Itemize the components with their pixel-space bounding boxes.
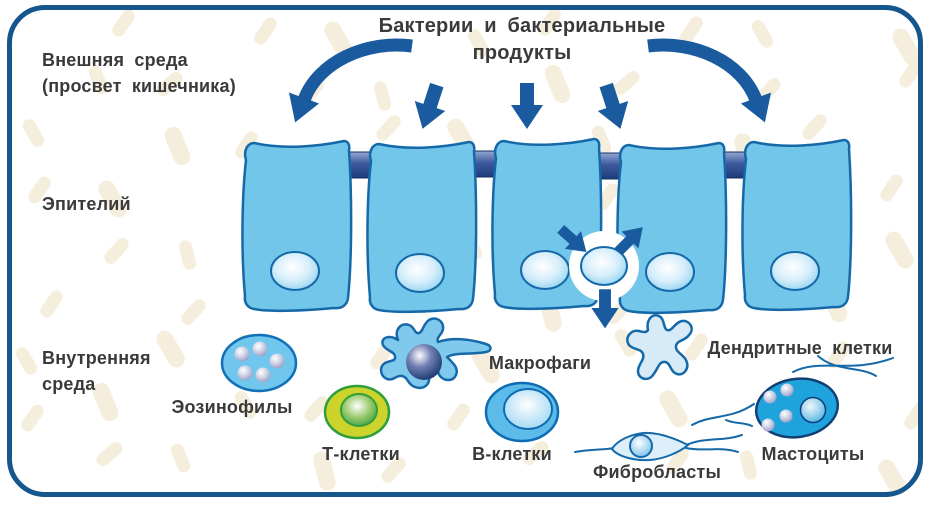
down-arrow-icon xyxy=(590,80,636,134)
m-cell-nucleus xyxy=(580,246,628,286)
label-external-env-line1: Внешняя среда xyxy=(42,50,188,70)
granule xyxy=(252,341,268,357)
dendritic-body xyxy=(626,314,693,381)
large-granule xyxy=(799,396,827,424)
fibroblast-process xyxy=(683,434,743,447)
granule xyxy=(780,383,794,397)
down-arrow-icon xyxy=(511,83,543,129)
t-cell-nucleus xyxy=(340,393,378,427)
title-line1: Бактерии и бактериальные xyxy=(378,15,666,37)
bacteria-arrows xyxy=(280,38,780,134)
title-line2: продукты xyxy=(472,42,572,64)
b-cell xyxy=(484,381,560,443)
diagram-canvas xyxy=(220,38,894,462)
label-mast-cells: Мастоциты xyxy=(761,444,865,464)
label-eosinophils: Эозинофилы xyxy=(171,397,293,417)
eosinophil-cell xyxy=(220,333,298,393)
curved-arrow-left xyxy=(297,38,413,103)
mast-body xyxy=(754,377,840,439)
granule xyxy=(255,367,271,383)
label-internal-env-line1: Внутренняя xyxy=(42,348,151,368)
fiber xyxy=(792,357,894,373)
macrophage-cell xyxy=(379,317,492,390)
granule xyxy=(779,409,793,423)
granule xyxy=(234,346,250,362)
arrowhead-icon xyxy=(740,92,780,128)
fibroblast-process xyxy=(685,447,739,453)
fibroblast-nucleus xyxy=(629,434,653,458)
mast-cell xyxy=(754,377,840,439)
curved-arrow-right xyxy=(647,38,763,103)
epithelial-nuclei xyxy=(270,250,820,293)
collagen-fibers xyxy=(691,355,894,427)
granule xyxy=(761,418,775,432)
label-b-cells: В-клетки xyxy=(472,444,552,464)
label-fibroblasts: Фибробласты xyxy=(592,462,722,482)
label-internal-env-line2: среда xyxy=(42,374,96,394)
label-dendritic-cells: Дендритные клетки xyxy=(707,338,893,358)
fiber xyxy=(725,419,753,427)
cell-nucleus xyxy=(520,250,570,290)
cell-nucleus xyxy=(395,253,445,293)
diagram-frame: Бактерии и бактериальные продукты Внешня… xyxy=(7,5,923,497)
dendritic-cell xyxy=(626,314,693,381)
label-epithelium: Эпителий xyxy=(42,194,131,214)
granule xyxy=(763,390,777,404)
granule xyxy=(237,365,253,381)
arrowhead-icon xyxy=(280,92,320,128)
fiber xyxy=(691,403,755,426)
macrophage-nucleus xyxy=(406,344,442,380)
b-cell-nucleus xyxy=(503,388,553,430)
cell-nucleus xyxy=(270,251,320,291)
fibroblast-cell xyxy=(574,431,743,462)
cell-nucleus xyxy=(645,252,695,292)
label-macrophages: Макрофаги xyxy=(488,353,592,373)
cell-nucleus xyxy=(770,251,820,291)
fibroblast-process xyxy=(574,447,615,453)
label-t-cells: Т-клетки xyxy=(322,444,400,464)
t-cell xyxy=(323,384,391,440)
granule xyxy=(269,353,285,369)
down-arrow-icon xyxy=(407,80,453,134)
label-external-env-line2: (просвет кишечника) xyxy=(42,76,236,96)
fiber xyxy=(817,355,877,377)
